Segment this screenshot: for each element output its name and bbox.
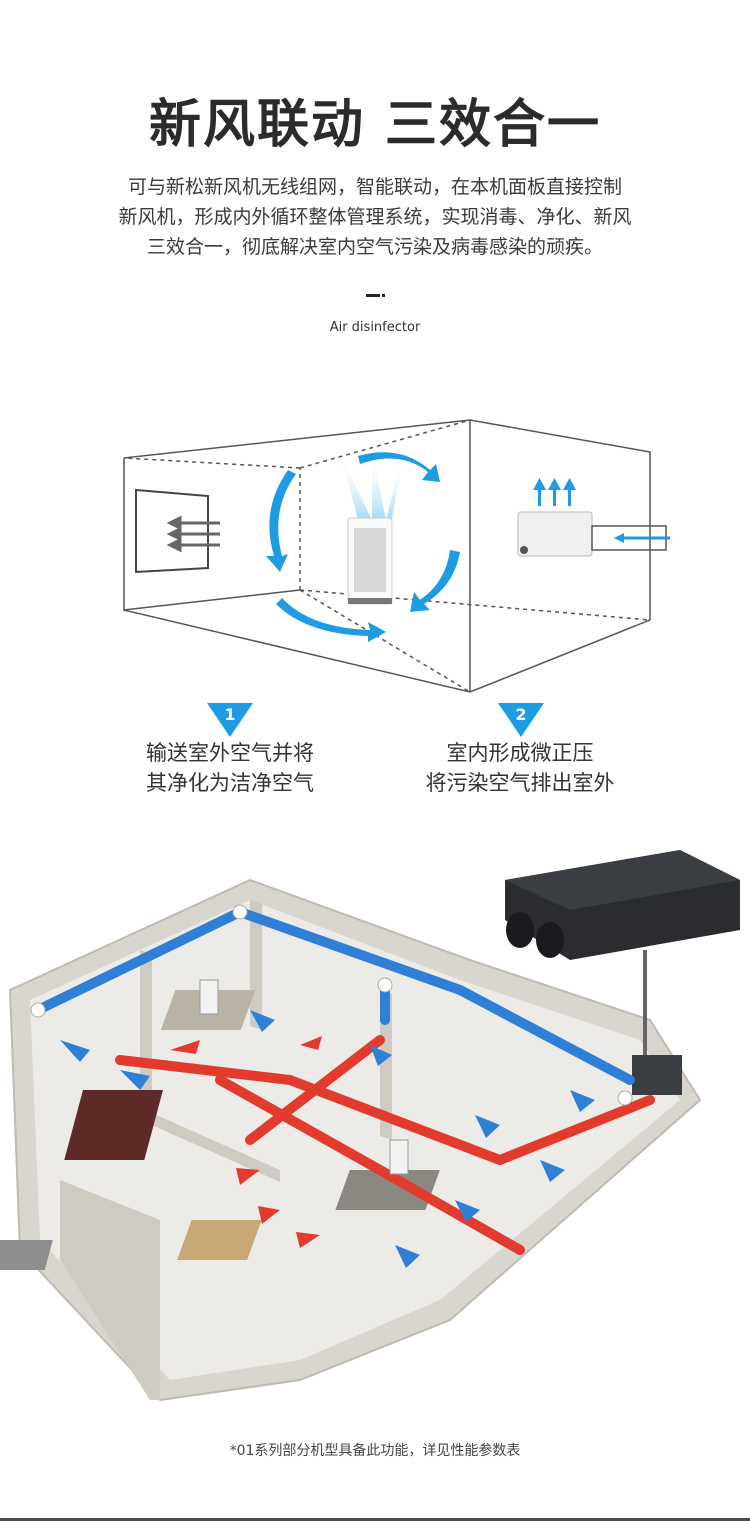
step-number: 2 xyxy=(515,705,527,724)
airflow-arrow-icon xyxy=(266,452,460,642)
bottom-border xyxy=(0,1518,750,1521)
step-number: 1 xyxy=(224,705,236,724)
dining-table xyxy=(177,1220,262,1260)
window-panel xyxy=(135,488,209,574)
house-airflow-illustration xyxy=(0,840,750,1420)
sofa xyxy=(335,1170,440,1210)
subtitle: Air disinfector xyxy=(329,320,421,335)
fresh-air-unit-icon xyxy=(517,511,682,557)
supply-arrows xyxy=(533,478,576,506)
room-diagram-svg xyxy=(123,419,682,693)
step-badge-1: 1 xyxy=(207,703,253,737)
kitchen-counter xyxy=(0,1240,53,1270)
house-illustration-svg xyxy=(0,850,740,1402)
description-line: 可与新松新风机无线组网，智能联动，在本机面板直接控制 xyxy=(127,176,622,198)
page-title: 新风联动 三效合一 xyxy=(148,95,602,155)
airflow-arrow-icon xyxy=(60,1010,595,1268)
caption-line: 将污染空气排出室外 xyxy=(425,771,615,795)
duct-nodes xyxy=(30,904,633,1106)
footnote: *01系列部分机型具备此功能，详见性能参数表 xyxy=(229,1443,521,1459)
ventilator-unit-icon xyxy=(505,850,740,1095)
air-purifier-icon xyxy=(199,979,409,1175)
triangle-badge-icon xyxy=(207,703,253,737)
description-line: 新风机，形成内外循环整体管理系统，实现消毒、净化、新风 xyxy=(118,206,632,228)
air-purifier-icon xyxy=(342,450,402,605)
step-caption-2: 室内形成微正压 将污染空气排出室外 xyxy=(400,738,640,798)
description-line: 三效合一，彻底解决室内空气污染及病毒感染的顽疾。 xyxy=(146,236,603,258)
triangle-badge-icon xyxy=(498,703,544,737)
caption-line: 输送室外空气并将 xyxy=(146,741,314,765)
exhaust-duct xyxy=(115,1035,655,1255)
caption-line: 其净化为洁净空气 xyxy=(146,771,314,795)
room-airflow-diagram xyxy=(110,410,682,710)
step-badge-2: 2 xyxy=(498,703,544,737)
divider-bar xyxy=(366,294,380,297)
bathroom xyxy=(64,1090,164,1160)
caption-line: 室内形成微正压 xyxy=(446,741,594,765)
exhaust-arrow-icon xyxy=(170,1036,322,1248)
step-caption-1: 输送室外空气并将 其净化为洁净空气 xyxy=(110,738,350,798)
divider-dot xyxy=(382,294,385,297)
description: 可与新松新风机无线组网，智能联动，在本机面板直接控制 新风机，形成内外循环整体管… xyxy=(60,172,690,262)
exhaust-arrows xyxy=(166,515,220,553)
